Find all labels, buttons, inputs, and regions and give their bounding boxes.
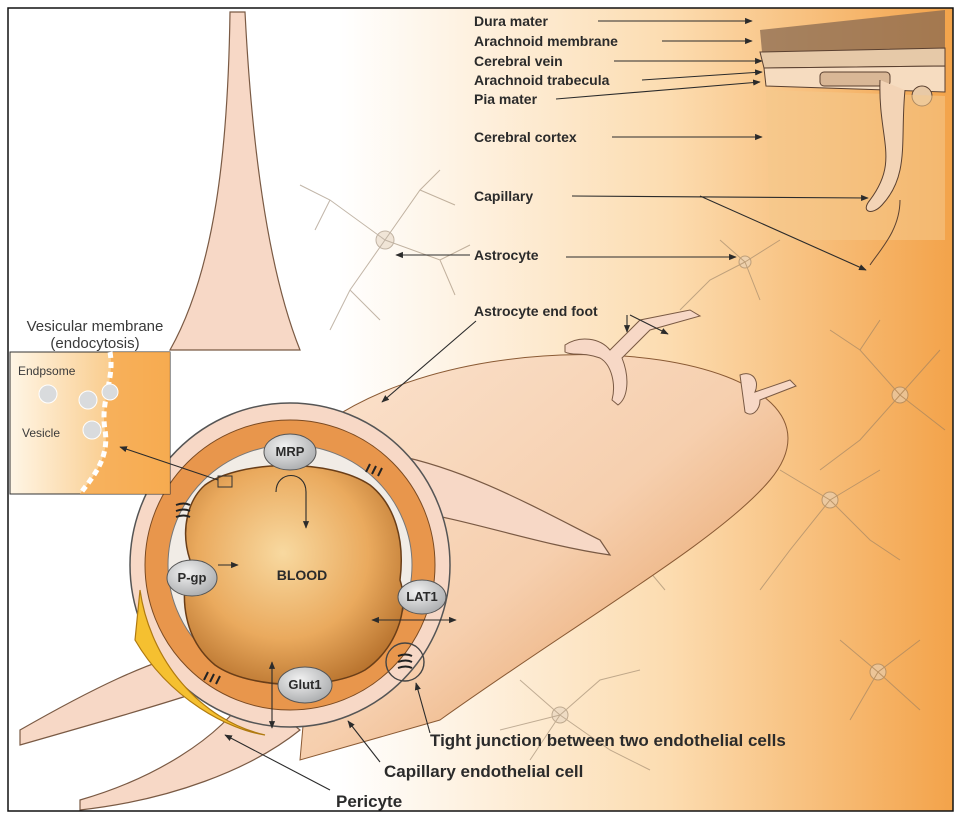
transporter-pgp: P-gp — [167, 560, 217, 596]
label-dura-mater: Dura mater — [474, 13, 548, 29]
svg-text:Glut1: Glut1 — [288, 677, 321, 692]
svg-text:MRP: MRP — [276, 444, 305, 459]
label-cerebral-cortex: Cerebral cortex — [474, 129, 577, 145]
meninges-illustration — [760, 10, 945, 265]
transporter-lat1: LAT1 — [398, 580, 446, 614]
svg-text:LAT1: LAT1 — [406, 589, 438, 604]
label-arachnoid-membrane: Arachnoid membrane — [474, 33, 618, 49]
label-pia-mater: Pia mater — [474, 91, 538, 107]
inset-endosome-label: Endpsome — [18, 364, 76, 378]
transporter-glut1: Glut1 — [278, 667, 332, 703]
label-capillary-endothelial-cell: Capillary endothelial cell — [384, 762, 583, 781]
inset-title-line1: Vesicular membrane — [27, 318, 164, 335]
label-astrocyte: Astrocyte — [474, 247, 539, 263]
label-tight-junction: Tight junction between two endothelial c… — [430, 731, 786, 750]
label-astrocyte-end-foot: Astrocyte end foot — [474, 303, 598, 319]
label-pericyte: Pericyte — [336, 792, 402, 811]
svg-text:P-gp: P-gp — [178, 570, 207, 585]
label-arachnoid-trabecula: Arachnoid trabecula — [474, 72, 610, 88]
inset-title-line2: (endocytosis) — [50, 335, 139, 352]
inset-vesicle-label: Vesicle — [22, 426, 60, 440]
transporter-mrp: MRP — [264, 434, 316, 470]
label-cerebral-vein: Cerebral vein — [474, 53, 563, 69]
label-capillary: Capillary — [474, 188, 533, 204]
blood-label: BLOOD — [277, 567, 328, 583]
